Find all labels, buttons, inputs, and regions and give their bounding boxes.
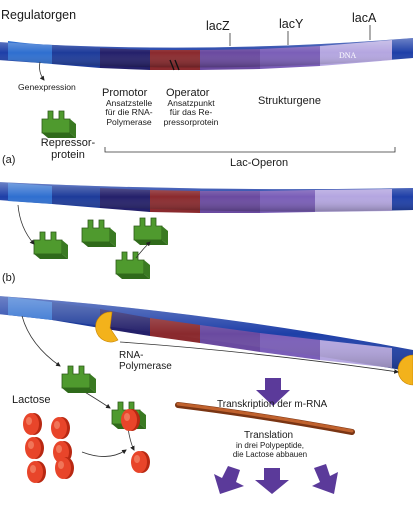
panel1-connectors	[39, 25, 396, 153]
panel-label-a: (a)	[2, 154, 16, 166]
label-lactose: Lactose	[12, 394, 51, 406]
label-regulatorgen: Regulatorgen	[1, 8, 77, 22]
label-lacy: lacY	[279, 17, 304, 31]
panel-label-b: (b)	[2, 272, 16, 284]
label-translation: Translation	[244, 430, 294, 441]
label-repressorprotein: Repressor- protein	[40, 137, 96, 162]
repressor-free	[61, 365, 97, 394]
label-genexpression: Genexpression	[18, 82, 76, 92]
label-dna: DNA	[339, 51, 357, 60]
label-rna-polymerase: RNA- Polymerase	[119, 350, 172, 372]
purple-arrows	[214, 378, 338, 494]
panel2-arrows	[17, 204, 151, 259]
rna-polymerase-shape	[95, 311, 413, 386]
translation-description: in drei Polypeptide, die Lactose abbauen	[232, 441, 308, 459]
repressor-protein-shape	[41, 110, 77, 139]
dna-strand-1	[0, 38, 413, 71]
label-operator: Operator	[166, 87, 210, 99]
label-transkription: Transkription der m-RNA	[217, 399, 328, 410]
dna-strand-3	[0, 296, 413, 372]
label-strukturgene: Strukturgene	[258, 95, 321, 107]
label-lac-operon: Lac-Operon	[230, 157, 289, 169]
lactose-molecules	[23, 409, 150, 483]
panel2-repressors	[33, 217, 169, 280]
label-promotor: Promotor	[102, 87, 148, 99]
promotor-description: Ansatzstelle für die RNA- Polymerase	[105, 98, 153, 127]
label-lacz: lacZ	[206, 19, 230, 33]
operator-description: Ansatzpunkt für das Re- pressorprotein	[163, 98, 219, 127]
dna-strand-2	[0, 182, 413, 213]
label-laca: lacA	[352, 11, 377, 25]
